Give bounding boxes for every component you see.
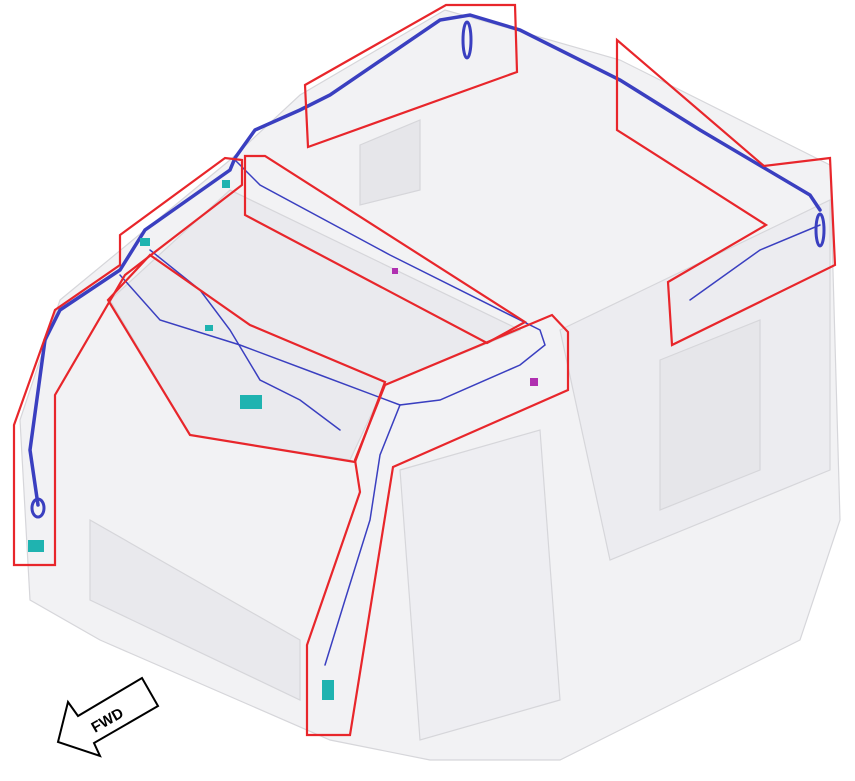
connectors: [28, 180, 538, 700]
forward-direction-indicator: FWD: [56, 676, 160, 758]
box-rear-right: [615, 37, 837, 347]
box-right-a-pillar: [305, 313, 570, 737]
box-roof-front: [243, 154, 528, 345]
box-left-a-pillar: [12, 156, 244, 567]
box-windshield-header: [106, 253, 387, 464]
box-roof-top: [303, 3, 519, 149]
forward-arrow-icon: [56, 676, 160, 758]
highlight-boxes: [12, 3, 837, 737]
cab-body: [19, 9, 841, 761]
